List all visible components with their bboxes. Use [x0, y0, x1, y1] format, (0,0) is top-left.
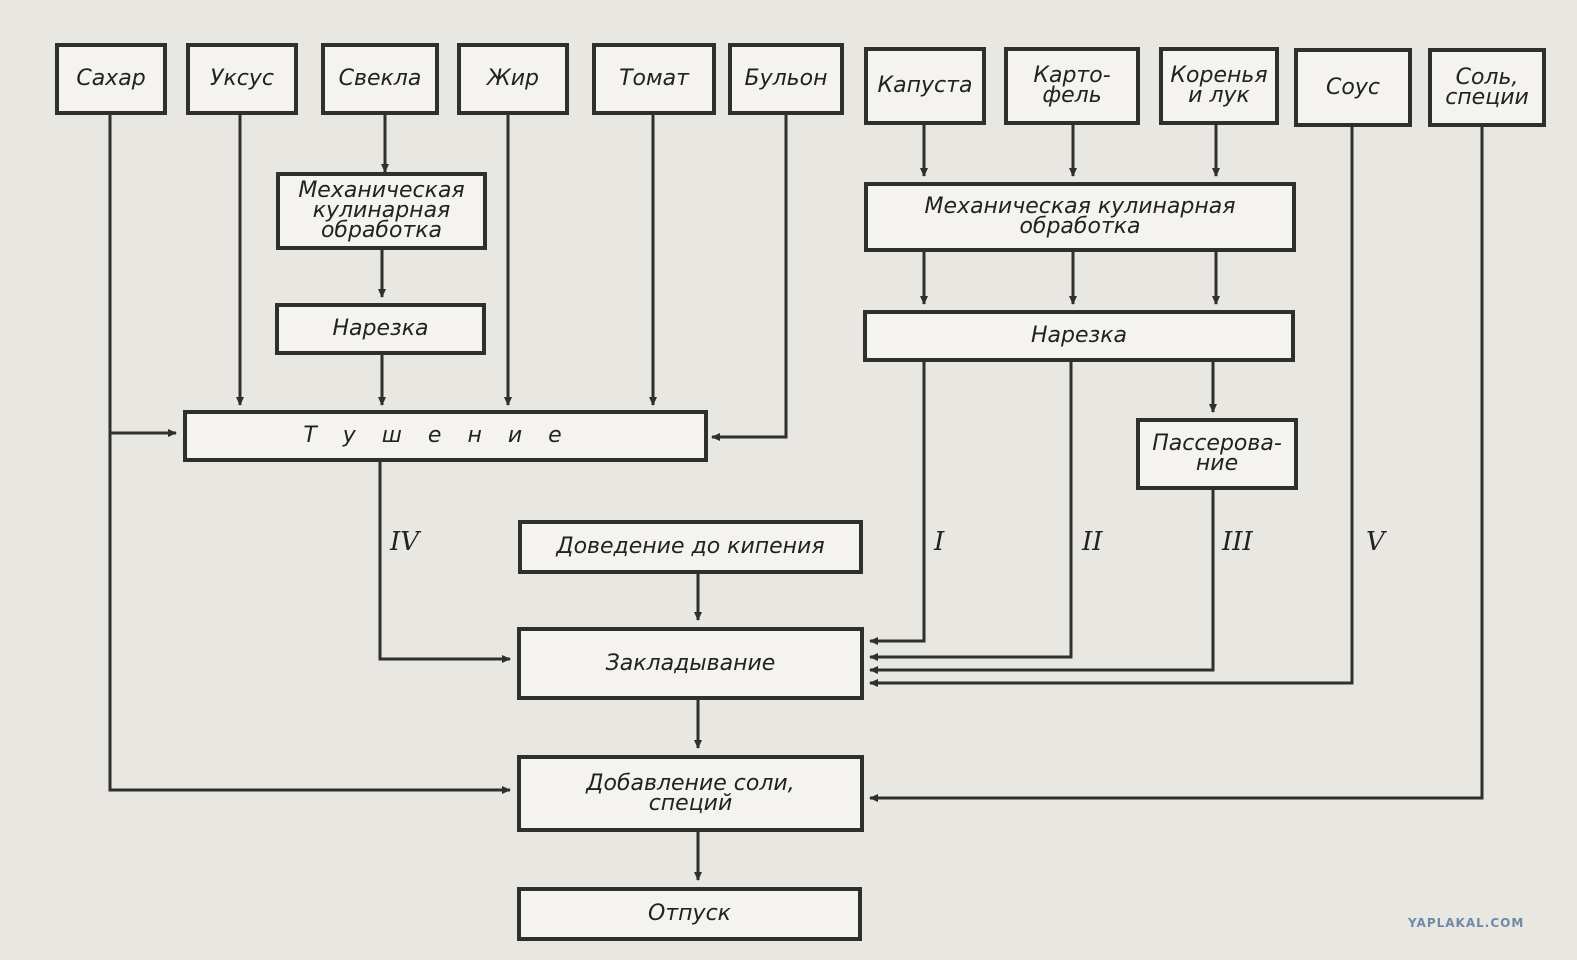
edge-sugar — [108, 115, 511, 794]
node-mech-right: Механическая кулинарная обработка — [864, 182, 1296, 252]
label-v: V — [1366, 527, 1385, 557]
node-beet: Свекла — [321, 43, 439, 115]
node-broth: Бульон — [728, 43, 844, 115]
edge-stewing-adding — [378, 462, 511, 663]
node-vinegar: Уксус — [186, 43, 298, 115]
label-iii: III — [1222, 527, 1253, 557]
watermark: YAPLAKAL.COM — [1408, 916, 1525, 930]
node-sugar: Сахар — [55, 43, 167, 115]
node-tomato: Томат — [592, 43, 716, 115]
edge-salt-salting — [869, 127, 1484, 802]
edge-potato-adding — [869, 362, 1073, 661]
node-salt-spices: Соль, специи — [1428, 48, 1546, 127]
node-adding: Закладывание — [517, 627, 864, 700]
node-cabbage: Капуста — [864, 47, 986, 125]
node-potato: Карто- фель — [1004, 47, 1140, 125]
edge-broth — [711, 115, 788, 441]
node-sauce: Соус — [1294, 48, 1412, 127]
node-roots-onion: Коренья и лук — [1159, 47, 1279, 125]
edge-sauteing-adding — [869, 490, 1215, 674]
node-serving: Отпуск — [517, 887, 862, 941]
node-mech-left: Механическая кулинарная обработка — [276, 172, 487, 250]
label-ii: II — [1082, 527, 1103, 557]
node-boiling: Доведение до кипения — [518, 520, 863, 574]
node-fat: Жир — [457, 43, 569, 115]
node-salting: Добавление соли, специй — [517, 755, 864, 832]
edge-sauce-adding — [869, 127, 1354, 687]
edge-cabbage-adding — [869, 362, 926, 645]
label-i: I — [934, 527, 945, 557]
node-stewing: Тушение — [183, 410, 708, 462]
node-sauteing: Пассерова- ние — [1136, 418, 1298, 490]
label-iv: IV — [390, 527, 420, 557]
node-cut-left: Нарезка — [275, 303, 486, 355]
node-cut-right: Нарезка — [863, 310, 1295, 362]
